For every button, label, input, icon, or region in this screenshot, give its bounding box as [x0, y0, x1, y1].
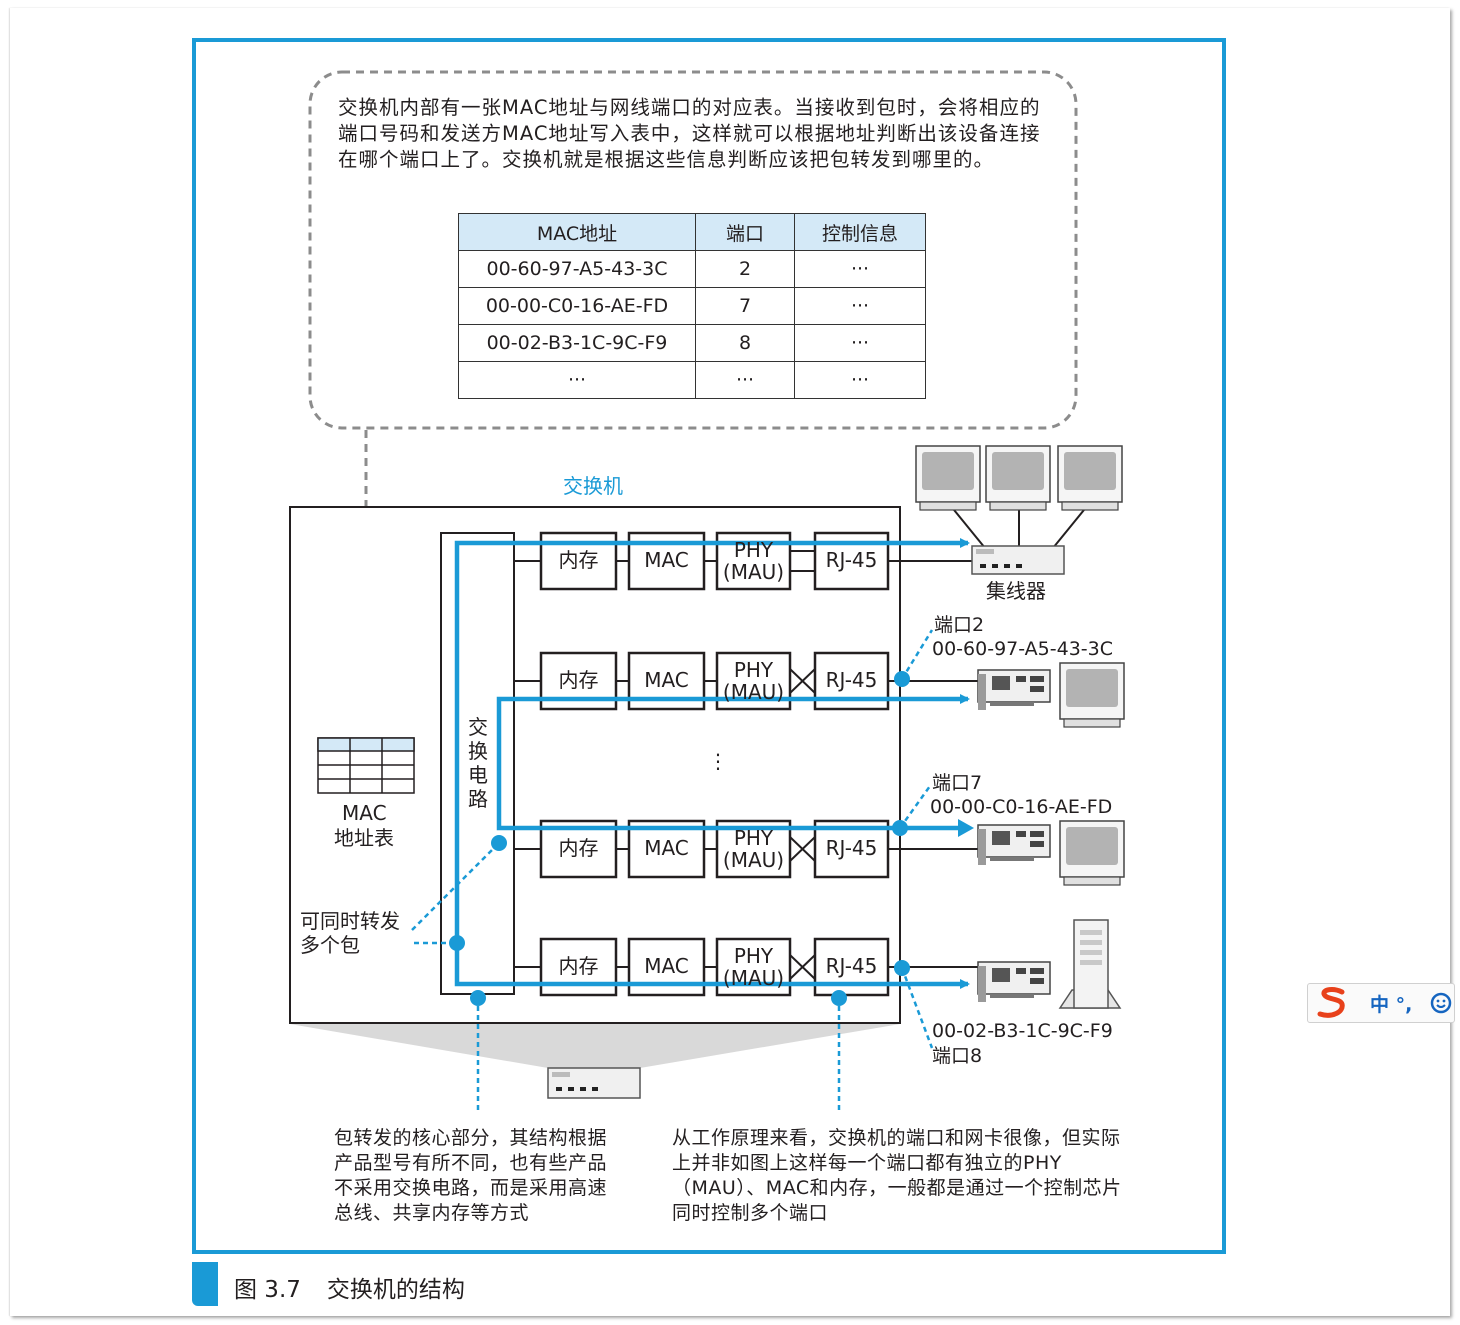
packet-path-2 — [496, 694, 970, 831]
table-row: ··· ··· ··· — [458, 361, 926, 399]
table-row: 00-02-B3-1C-9C-F9 8 ··· — [458, 324, 926, 362]
cell-control: ··· — [794, 324, 926, 362]
block-rj45 — [813, 819, 890, 879]
phy-label-2: (MAU) — [722, 848, 785, 872]
header-port: 端口 — [695, 213, 795, 251]
switch-label: 交换机 — [563, 474, 623, 498]
caption-title: 交换机的结构 — [326, 1277, 465, 1303]
rj45-label: RJ-45 — [825, 668, 878, 692]
multi-packet-label-2: 多个包 — [300, 933, 360, 957]
note-right: 从工作原理来看，交换机的端口和网卡很像，但实际上并非如图上这样每一个端口都有独立… — [672, 1127, 1122, 1224]
network-card-icon — [977, 961, 1051, 1002]
mac-table-label-2: 地址表 — [334, 826, 394, 850]
memory-label: 内存 — [558, 548, 599, 572]
table-row: 00-60-97-A5-43-3C 2 ··· — [458, 250, 926, 288]
mac-table-icon — [317, 737, 415, 794]
phy-label-2: (MAU) — [722, 966, 785, 990]
cell-port: 2 — [695, 250, 795, 288]
cell-mac: 00-00-C0-16-AE-FD — [458, 287, 696, 325]
computer-monitor-icon — [985, 445, 1051, 511]
mac-table-label-1: MAC — [342, 801, 387, 825]
caption-tab — [192, 1262, 218, 1306]
cell-port: 8 — [695, 324, 795, 362]
cell-mac: ··· — [458, 361, 696, 399]
rj45-label: RJ-45 — [825, 548, 878, 572]
ime-status[interactable]: 中 °, — [1370, 994, 1413, 1016]
phy-label-2: (MAU) — [722, 560, 785, 584]
port-row — [514, 819, 978, 879]
callout-bubble — [308, 70, 1078, 430]
memory-label: 内存 — [558, 954, 599, 978]
block-memory — [539, 819, 618, 879]
port8-label: 端口8 — [932, 1045, 983, 1067]
phy-label-1: PHY — [733, 826, 774, 850]
table-header-row: MAC地址 端口 控制信息 — [458, 213, 926, 251]
cell-port: 7 — [695, 287, 795, 325]
header-mac: MAC地址 — [458, 213, 696, 251]
network-card-icon — [977, 669, 1051, 710]
cell-mac: 00-60-97-A5-43-3C — [458, 250, 696, 288]
block-mac — [627, 819, 706, 879]
hub-label: 集线器 — [986, 579, 1046, 603]
cell-control: ··· — [794, 287, 926, 325]
block-phy — [715, 819, 792, 879]
switch-device-icon — [547, 1067, 641, 1099]
port8-mac: 00-02-B3-1C-9C-F9 — [932, 1020, 1113, 1042]
network-card-icon — [977, 824, 1051, 865]
cell-control: ··· — [794, 250, 926, 288]
memory-label: 内存 — [558, 836, 599, 860]
port2-label: 端口2 — [934, 614, 985, 636]
arrow-port7 — [958, 819, 974, 837]
mac-label: MAC — [644, 668, 689, 692]
port7-mac: 00-00-C0-16-AE-FD — [930, 796, 1113, 818]
figure-frame — [192, 38, 1226, 1254]
sogou-logo-icon — [1317, 987, 1345, 1018]
emoji-icon[interactable] — [1430, 992, 1452, 1014]
cell-port: ··· — [695, 361, 795, 399]
rj45-label: RJ-45 — [825, 954, 878, 978]
packet-path-3 — [454, 973, 970, 989]
ime-toolbar[interactable]: 中 °, — [1307, 983, 1455, 1023]
header-control: 控制信息 — [794, 213, 926, 251]
phy-label-1: PHY — [733, 538, 774, 562]
caption-number: 图 3.7 — [234, 1277, 301, 1303]
vertical-dots: ⋮ — [708, 749, 728, 773]
callout-text: 交换机内部有一张MAC地址与网线端口的对应表。当接收到包时，会将相应的端口号码和… — [338, 96, 1041, 171]
computer-monitor-icon — [1059, 820, 1125, 886]
port2-mac: 00-60-97-A5-43-3C — [932, 638, 1114, 660]
switch-shadow — [290, 1024, 900, 1068]
mac-label: MAC — [644, 836, 689, 860]
phy-label-1: PHY — [733, 658, 774, 682]
switch-circuit — [440, 532, 515, 995]
multi-packet-label-1: 可同时转发 — [300, 909, 400, 933]
computer-monitor-icon — [1059, 662, 1125, 728]
rj45-label: RJ-45 — [825, 836, 878, 860]
port7-label: 端口7 — [932, 772, 983, 794]
memory-label: 内存 — [558, 668, 599, 692]
server-icon — [1058, 919, 1122, 1009]
phy-label-2: (MAU) — [722, 680, 785, 704]
mac-label: MAC — [644, 548, 689, 572]
cell-control: ··· — [794, 361, 926, 399]
computer-monitor-icon — [1057, 445, 1123, 511]
mac-label: MAC — [644, 954, 689, 978]
phy-label-1: PHY — [733, 944, 774, 968]
hub-group — [949, 504, 1089, 575]
mac-address-table: MAC地址 端口 控制信息 00-60-97-A5-43-3C 2 ··· 00… — [458, 213, 926, 399]
table-row: 00-00-C0-16-AE-FD 7 ··· — [458, 287, 926, 325]
cell-mac: 00-02-B3-1C-9C-F9 — [458, 324, 696, 362]
figure-caption: 图 3.7 交换机的结构 — [234, 1270, 491, 1304]
packet-path-1 — [454, 538, 970, 973]
switch-circuit-label: 交换电路 — [468, 715, 488, 811]
note-left: 包转发的核心部分，其结构根据产品型号有所不同，也有些产品不采用交换电路，而是采用… — [334, 1127, 608, 1224]
computer-monitor-icon — [915, 445, 981, 511]
